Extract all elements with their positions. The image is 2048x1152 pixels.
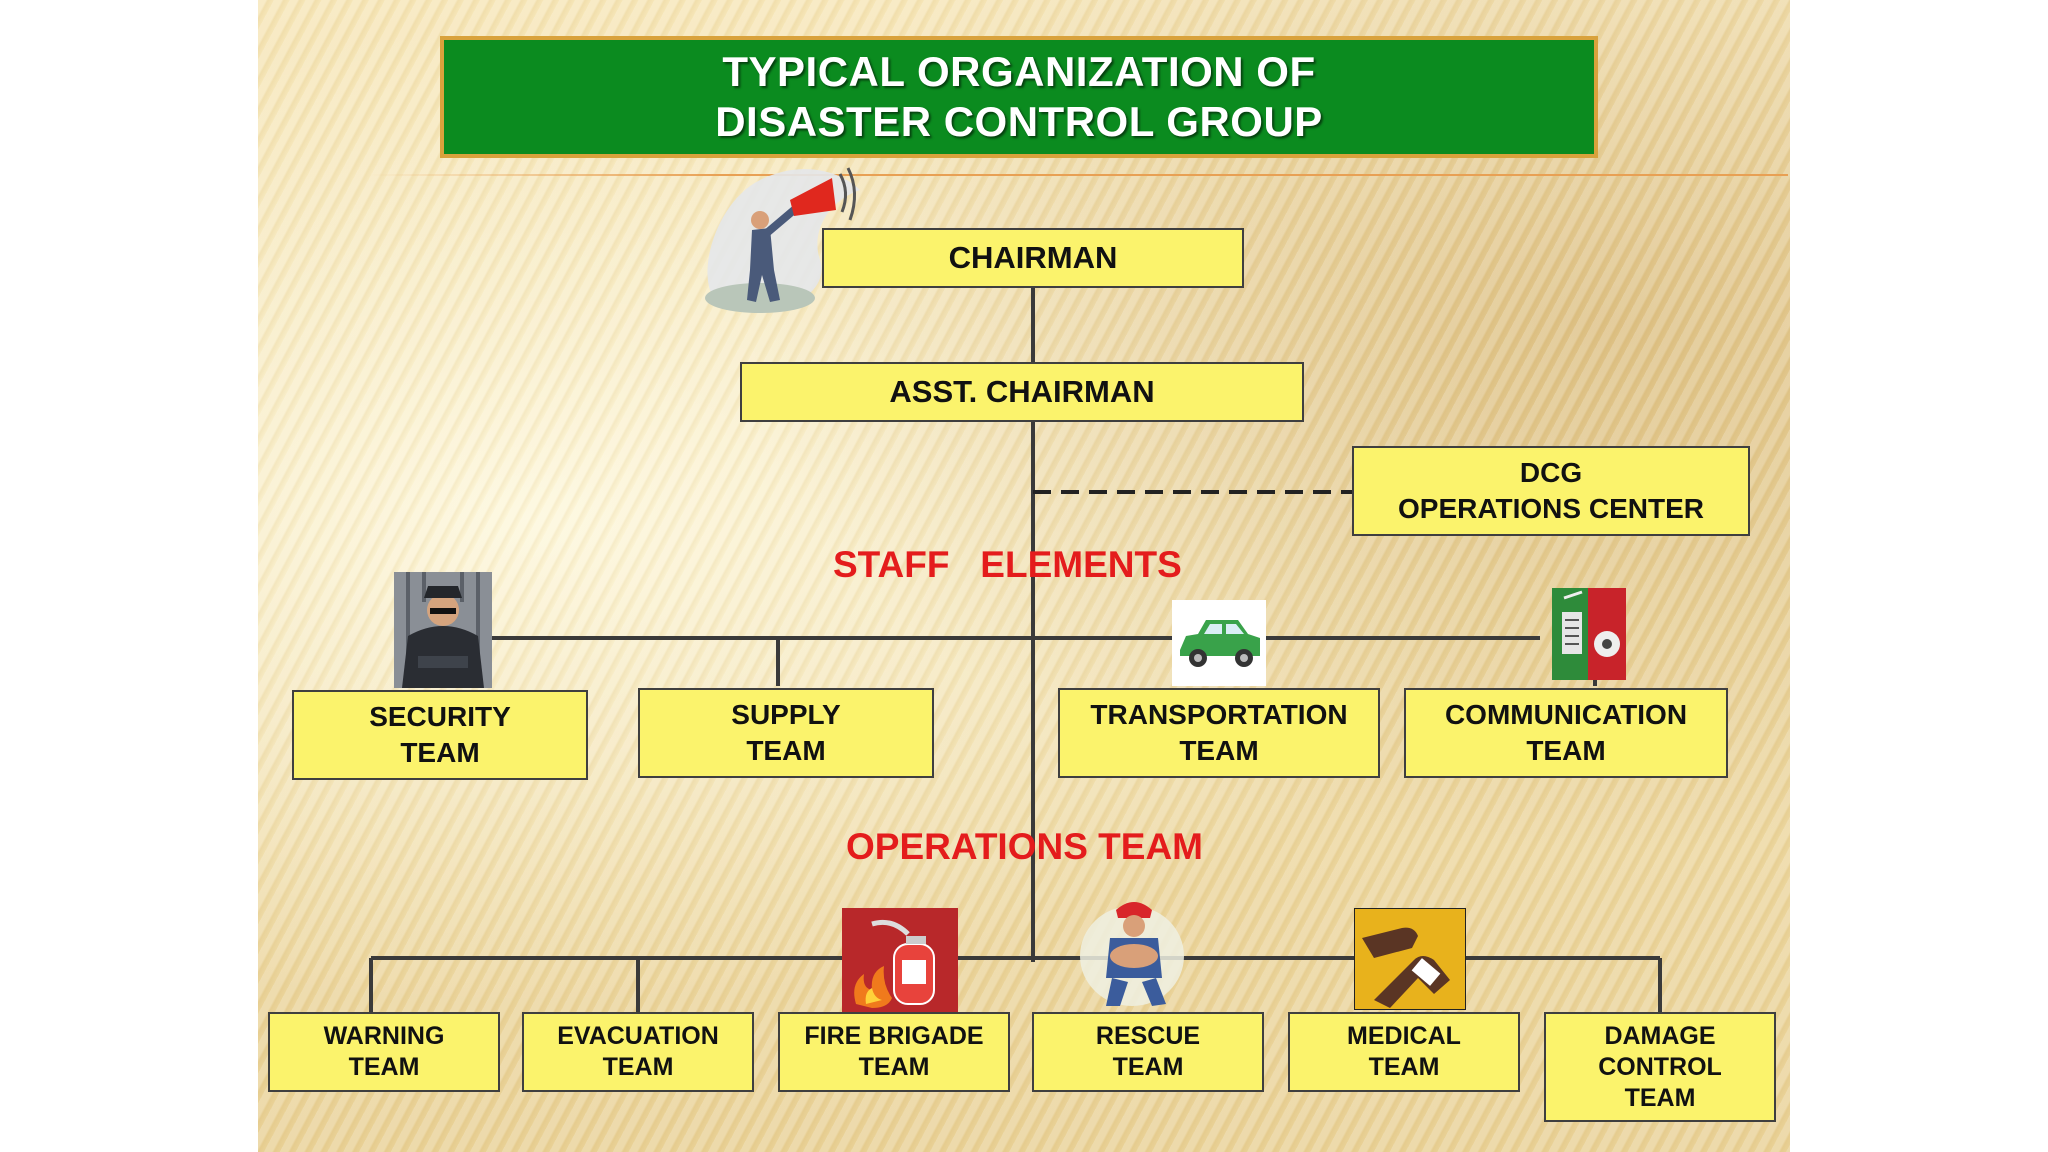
rescue-team-line-1: RESCUE bbox=[1095, 1022, 1201, 1050]
evacuation-team-line-2: TEAM bbox=[602, 1053, 674, 1081]
damage-control-team-line-2: CONTROL bbox=[1598, 1052, 1722, 1081]
transportation-team-line-1: TRANSPORTATION bbox=[1090, 699, 1348, 730]
security-team-line-1: SECURITY bbox=[369, 701, 511, 732]
chairman-box: CHAIRMAN bbox=[822, 228, 1244, 288]
evacuation-team-box: EVACUATION TEAM bbox=[522, 1012, 754, 1092]
damage-control-team-line-1: DAMAGE bbox=[1604, 1021, 1716, 1050]
fire-brigade-team-line-2: TEAM bbox=[858, 1053, 930, 1081]
divider-rule bbox=[368, 174, 1788, 176]
rescuer-icon bbox=[1080, 902, 1184, 1006]
medical-team-line-1: MEDICAL bbox=[1347, 1022, 1461, 1050]
rescue-team-line-2: TEAM bbox=[1112, 1053, 1184, 1081]
asst-chairman-box: ASST. CHAIRMAN bbox=[740, 362, 1304, 422]
rescue-team-box: RESCUE TEAM bbox=[1032, 1012, 1264, 1092]
title-banner: TYPICAL ORGANIZATION OF DISASTER CONTROL… bbox=[440, 36, 1598, 158]
operations-team-label: OPERATIONS TEAM bbox=[846, 826, 1203, 867]
evacuation-team-line-1: EVACUATION bbox=[557, 1022, 719, 1050]
title-line-1: TYPICAL ORGANIZATION OF bbox=[722, 48, 1316, 95]
supply-team-box: SUPPLY TEAM bbox=[638, 688, 934, 778]
transportation-team-line-2: TEAM bbox=[1179, 735, 1259, 766]
warning-team-line-1: WARNING bbox=[323, 1022, 445, 1050]
fire-brigade-team-line-1: FIRE BRIGADE bbox=[804, 1022, 984, 1050]
security-team-line-2: TEAM bbox=[400, 737, 480, 768]
medical-team-line-2: TEAM bbox=[1368, 1053, 1440, 1081]
slide: TYPICAL ORGANIZATION OF DISASTER CONTROL… bbox=[258, 0, 1790, 1152]
chairman-label: CHAIRMAN bbox=[948, 240, 1118, 275]
warning-team-box: WARNING TEAM bbox=[268, 1012, 500, 1092]
damage-control-team-line-3: TEAM bbox=[1624, 1083, 1696, 1112]
megaphone-man-icon bbox=[705, 167, 860, 313]
communication-team-line-2: TEAM bbox=[1526, 735, 1606, 766]
medical-team-box: MEDICAL TEAM bbox=[1288, 1012, 1520, 1092]
damage-control-team-box: DAMAGE CONTROL TEAM bbox=[1544, 1012, 1776, 1122]
staff-elements-label: STAFF ELEMENTS bbox=[833, 544, 1182, 585]
ops-center-line-1: DCG bbox=[1519, 457, 1583, 488]
supply-team-line-2: TEAM bbox=[746, 735, 826, 766]
communication-team-box: COMMUNICATION TEAM bbox=[1404, 688, 1728, 778]
title-line-2: DISASTER CONTROL GROUP bbox=[715, 98, 1323, 145]
security-team-box: SECURITY TEAM bbox=[292, 690, 588, 780]
ops-center-line-2: OPERATIONS CENTER bbox=[1398, 493, 1704, 524]
car-icon bbox=[1172, 600, 1266, 686]
ops-center-box: DCG OPERATIONS CENTER bbox=[1352, 446, 1750, 536]
warning-team-line-2: TEAM bbox=[348, 1053, 420, 1081]
fire-extinguisher-icon bbox=[842, 908, 958, 1012]
radio-equipment-icon bbox=[1552, 588, 1626, 680]
transportation-team-box: TRANSPORTATION TEAM bbox=[1058, 688, 1380, 778]
fire-brigade-team-box: FIRE BRIGADE TEAM bbox=[778, 1012, 1010, 1092]
security-guard-icon bbox=[394, 572, 492, 688]
supply-team-line-1: SUPPLY bbox=[731, 699, 841, 730]
asst-chairman-label: ASST. CHAIRMAN bbox=[889, 374, 1155, 409]
communication-team-line-1: COMMUNICATION bbox=[1444, 699, 1688, 730]
bandaged-arm-icon bbox=[1354, 908, 1466, 1010]
